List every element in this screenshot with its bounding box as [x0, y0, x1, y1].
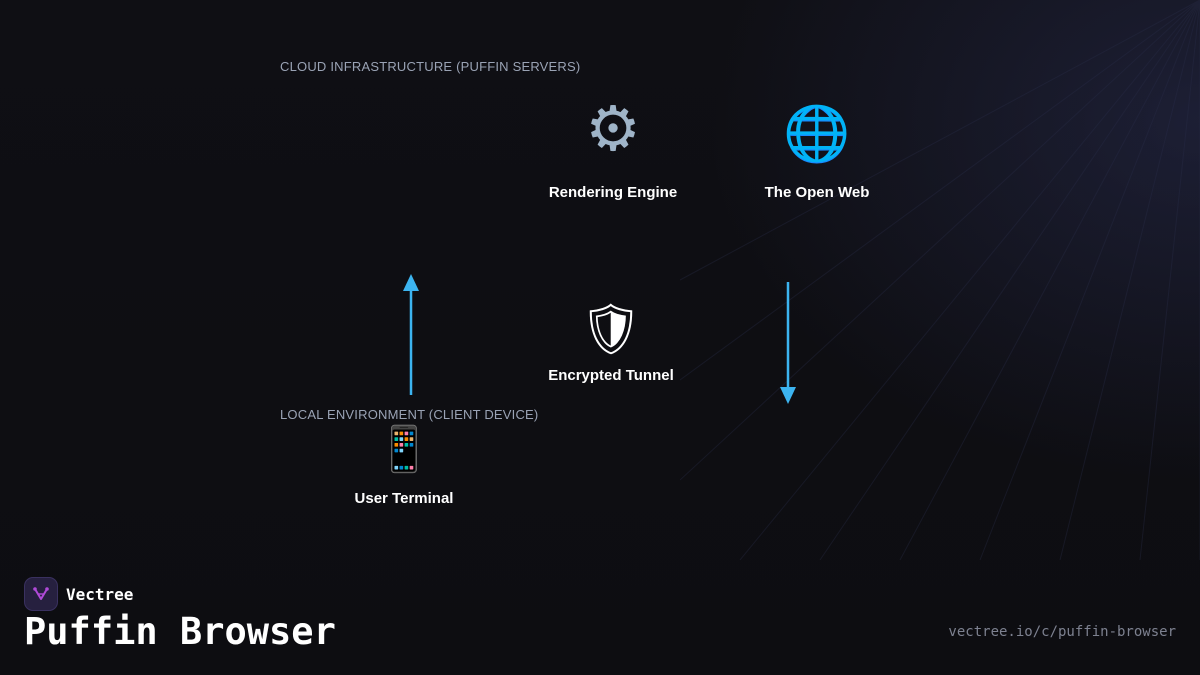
cloud-section-label: CLOUD INFRASTRUCTURE (PUFFIN SERVERS): [280, 59, 581, 74]
user-terminal-label: User Terminal: [354, 490, 454, 507]
rendering-engine-node: ⚙ Rendering Engine: [548, 92, 678, 202]
brand-name: Vectree: [66, 584, 134, 604]
brand: Vectree: [24, 577, 133, 611]
gear-icon: ⚙: [585, 92, 641, 165]
encrypted-tunnel-label: Encrypted Tunnel: [548, 367, 674, 384]
shield-icon: 🛡: [579, 300, 643, 358]
open-web-label: The Open Web: [764, 184, 870, 201]
rendering-engine-label: Rendering Engine: [548, 184, 678, 201]
local-section-label: LOCAL ENVIRONMENT (CLIENT DEVICE): [280, 407, 539, 422]
user-terminal-node: 📱 User Terminal: [354, 424, 454, 508]
globe-icon: 🌐: [783, 102, 851, 165]
page-title: Puffin Browser: [24, 610, 336, 653]
mobile-phone-icon: 📱: [376, 424, 432, 475]
page-url: vectree.io/c/puffin-browser: [948, 624, 1176, 640]
encrypted-tunnel-node: 🛡 Encrypted Tunnel: [548, 304, 674, 384]
vectree-logo-icon: [24, 577, 58, 611]
open-web-node: 🌐 The Open Web: [764, 102, 870, 202]
background-rays: [680, 0, 1200, 560]
